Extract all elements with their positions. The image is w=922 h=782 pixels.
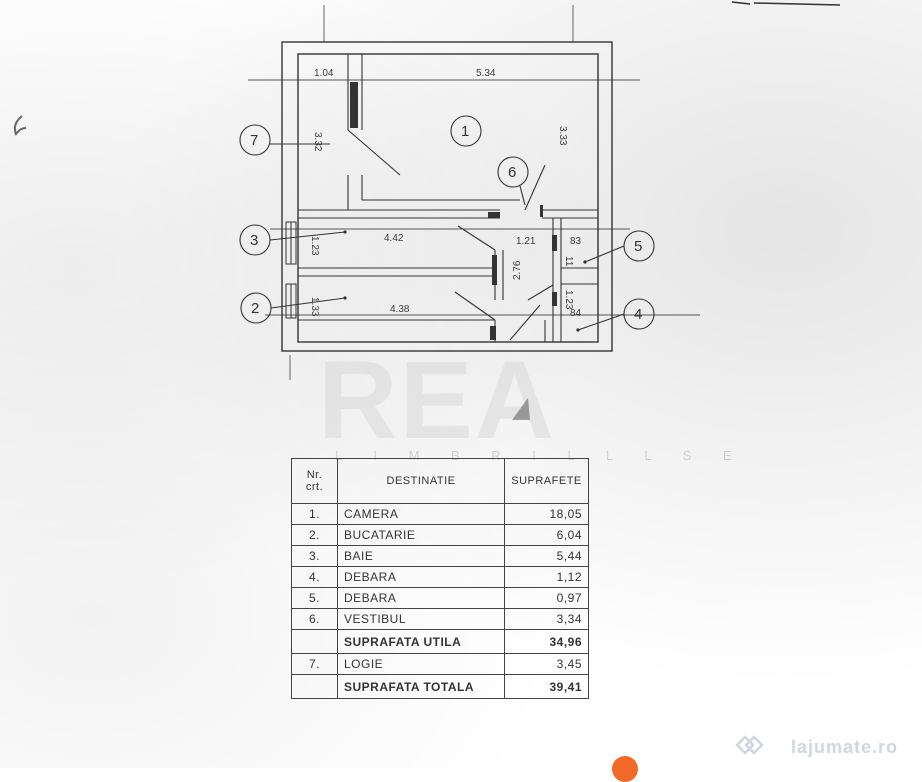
dim-vestibul-width: 1.21 — [516, 236, 536, 247]
table-row: 6. VESTIBUL 3,34 — [291, 608, 589, 630]
row-nr: 3. — [291, 545, 338, 567]
row-name: DEBARA — [337, 566, 505, 588]
dim-camera-height: 3.33 — [557, 126, 568, 146]
table-row: 4. DEBARA 1,12 — [291, 566, 589, 588]
row-util-value: 34,96 — [504, 629, 589, 654]
marker-4: 4 — [634, 306, 642, 323]
row-name: CAMERA — [337, 503, 505, 525]
row-nr: 4. — [291, 566, 338, 588]
row-value: 6,04 — [504, 524, 589, 546]
dim-bucatarie-height: 1.33 — [309, 297, 320, 317]
marker-7: 7 — [250, 132, 258, 149]
row-value: 3,34 — [504, 608, 589, 630]
brand-dot-icon — [612, 756, 638, 782]
dim-logie-height: 3.32 — [312, 132, 323, 152]
row-value: 18,05 — [504, 503, 589, 525]
grid-lines — [248, 5, 700, 380]
row-nr: 2. — [291, 524, 338, 546]
dim-debara4-width: 84 — [570, 308, 582, 319]
table-row-total: SUPRAFATA TOTALA 39,41 — [291, 674, 589, 699]
row-nr: 6. — [291, 608, 338, 630]
brand-logo-icon — [735, 735, 764, 755]
row-name: BAIE — [337, 545, 505, 567]
dimension-labels: 1.04 5.34 3.32 3.33 1.23 4.42 1.21 83 11… — [309, 68, 582, 319]
marker-6: 6 — [508, 164, 516, 181]
row-name: BUCATARIE — [337, 524, 505, 546]
table-row: 5. DEBARA 0,97 — [291, 587, 589, 609]
room-markers — [239, 115, 655, 331]
marker-5: 5 — [634, 238, 642, 255]
dim-baie-width: 4.42 — [384, 233, 404, 244]
table-row: 1. CAMERA 18,05 — [291, 503, 589, 525]
marker-2: 2 — [251, 300, 259, 317]
table-row-logie: 7. LOGIE 3,45 — [291, 653, 589, 675]
outer-walls — [281, 41, 613, 352]
header-destinatie: DESTINATIE — [337, 458, 505, 504]
dim-top-main: 5.34 — [476, 68, 496, 79]
table-header-row: Nr. crt. DESTINATIE SUPRAFETE — [291, 458, 589, 504]
dim-baie-height: 1.23 — [309, 236, 320, 256]
watermark-text: REA — [318, 339, 556, 460]
dim-top-left: 1.04 — [314, 68, 334, 79]
corner-scribble-icon — [731, 1, 841, 6]
site-logo: lajumate.ro — [790, 737, 898, 757]
row-name: LOGIE — [337, 653, 505, 675]
row-total-value: 39,41 — [504, 674, 589, 699]
dim-vestibul-height: 2.76 — [512, 260, 523, 280]
windows — [285, 221, 297, 319]
marker-3: 3 — [250, 232, 258, 249]
door-posts — [350, 82, 557, 340]
row-name: VESTIBUL — [337, 608, 505, 630]
row-nr: 7. — [291, 653, 338, 675]
row-value: 3,45 — [504, 653, 589, 675]
row-value: 0,97 — [504, 587, 589, 609]
area-table: Nr. crt. DESTINATIE SUPRAFETE 1. CAMERA … — [291, 458, 589, 699]
table-row: 3. BAIE 5,44 — [291, 545, 589, 567]
floor-plan: REA L I M B R I L L L S E — [13, 5, 746, 460]
dim-debara5-width: 83 — [570, 236, 582, 247]
table-row-util: SUPRAFATA UTILA 34,96 — [291, 629, 589, 654]
row-value: 5,44 — [504, 545, 589, 567]
dim-bucatarie-width: 4.38 — [390, 304, 410, 315]
watermark-subtext: L I M B R I L L L S E — [335, 448, 746, 460]
row-value: 1,12 — [504, 566, 589, 588]
row-name: DEBARA — [337, 587, 505, 609]
header-suprafete: SUPRAFETE — [504, 458, 589, 504]
row-nr-empty — [291, 629, 338, 654]
row-total-name: SUPRAFATA TOTALA — [337, 674, 505, 699]
room-marker-numbers: 1 2 3 4 5 6 7 — [250, 123, 642, 323]
table-row: 2. BUCATARIE 6,04 — [291, 524, 589, 546]
watermark-mark — [512, 398, 530, 420]
row-nr: 5. — [291, 587, 338, 609]
room-dots — [343, 230, 587, 332]
row-util-name: SUPRAFATA UTILA — [337, 629, 505, 654]
marker-1: 1 — [461, 123, 469, 140]
dim-debara5-height: 11 — [563, 256, 574, 267]
row-nr-empty — [291, 674, 338, 699]
header-nr: Nr. crt. — [291, 458, 338, 504]
scan-blob-icon — [13, 115, 27, 137]
dim-debara4-height: 1.23 — [563, 290, 574, 310]
row-nr: 1. — [291, 503, 338, 525]
